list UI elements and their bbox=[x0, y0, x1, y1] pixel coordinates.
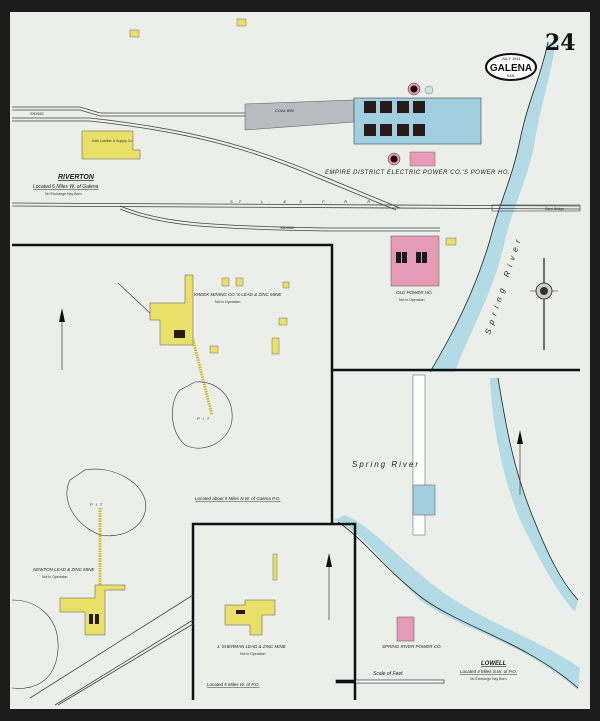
power-co-label: SPRING RIVER POWER CO. bbox=[382, 644, 442, 649]
river-bank bbox=[497, 377, 579, 601]
sherman-mine-buildings bbox=[224, 599, 276, 636]
riverton-location: Located 6 Miles W. of Galena bbox=[33, 184, 99, 190]
spring-river-lower bbox=[334, 515, 580, 690]
boilers bbox=[364, 101, 425, 136]
river-bank bbox=[337, 521, 579, 689]
kreek-pit bbox=[172, 381, 233, 449]
newton-mine-title: NEWTON LEAD & ZINC MINE bbox=[33, 567, 95, 572]
lowell-location: Located 4 Miles S.W. of P.O. bbox=[460, 669, 517, 674]
sherman-note: Not in Operation bbox=[240, 652, 266, 656]
newton-pit bbox=[66, 468, 147, 537]
panel-border-kreek bbox=[12, 243, 334, 525]
supply-label: Kahl Lumber & Supply Co. bbox=[92, 139, 133, 143]
steel-bridge bbox=[491, 204, 581, 212]
newton-mine-buildings bbox=[59, 584, 126, 636]
north-arrow-icon bbox=[59, 308, 65, 370]
stone-building bbox=[412, 484, 436, 516]
outbuilding bbox=[236, 18, 247, 27]
riverton-note: No Exchange Hay Barn bbox=[45, 192, 82, 196]
kreek-mine-buildings bbox=[149, 274, 194, 346]
sherman-mine-title: J. SHERMAN LEAD & ZINC MINE bbox=[216, 644, 287, 649]
power-house-label: EMPIRE DISTRICT ELECTRIC POWER CO.'S POW… bbox=[325, 170, 510, 176]
railroad-tracks bbox=[11, 106, 581, 232]
compass-rose-icon bbox=[530, 258, 558, 350]
boiler bbox=[236, 610, 245, 614]
sheet-number: 24 bbox=[545, 30, 576, 56]
spring-river-upper bbox=[430, 42, 556, 372]
railroad-label: ST. L. & S. F. R. R. bbox=[230, 199, 383, 204]
town-cartouche bbox=[485, 53, 537, 81]
boiler bbox=[95, 614, 99, 624]
spring-river-branch bbox=[490, 378, 578, 612]
brick-building bbox=[409, 151, 436, 167]
outbuilding bbox=[445, 237, 457, 246]
river-bank bbox=[429, 41, 549, 373]
spring-river-power-house bbox=[396, 616, 415, 642]
scale-bar bbox=[335, 679, 445, 684]
north-arrow-icon bbox=[517, 430, 523, 495]
lowell-title: LOWELL bbox=[481, 661, 507, 667]
bridge-label: Steel Bridge bbox=[545, 207, 564, 211]
outbuildings bbox=[209, 277, 290, 355]
boiler bbox=[89, 614, 93, 624]
railroad-tracks bbox=[29, 594, 194, 706]
kreek-note: Not in Operation bbox=[215, 300, 241, 304]
outbuilding bbox=[129, 29, 140, 38]
old-power-note: Not in Operation bbox=[399, 298, 425, 302]
tramway bbox=[117, 282, 153, 316]
newton-pit-label: PIT bbox=[90, 502, 105, 507]
paper bbox=[10, 12, 590, 709]
newton-note: Not in Operation bbox=[42, 575, 68, 579]
kreek-mine-title: KREEK MINING CO.'S LEAD & ZINC MINE bbox=[194, 292, 282, 297]
coal-bin-label: COAL BIN bbox=[275, 108, 294, 113]
boiler bbox=[174, 330, 185, 338]
outbuilding bbox=[272, 553, 278, 581]
state-label: KAN. bbox=[507, 74, 515, 78]
tank bbox=[424, 85, 434, 95]
pit-outline bbox=[11, 599, 59, 689]
siding-label-2: SIDING bbox=[280, 225, 294, 230]
old-power-house-label: OLD POWER HO. bbox=[396, 290, 433, 295]
north-arrow-icon bbox=[326, 553, 332, 620]
lumber-supply-building bbox=[81, 130, 141, 160]
sheet-date: JULY 1911 bbox=[501, 56, 521, 61]
scale-label: Scale of Feet. bbox=[373, 671, 404, 677]
riverton-title: RIVERTON bbox=[58, 174, 95, 181]
kreek-pit-label: PIT bbox=[197, 416, 212, 421]
river-label-lower: Spring River bbox=[352, 460, 420, 469]
incline bbox=[191, 339, 214, 416]
town-title: GALENA bbox=[490, 63, 532, 74]
sherman-location: Located 5 Miles W. of P.O. bbox=[207, 682, 260, 687]
lowell-note: No Exchange Hay Barn bbox=[470, 677, 507, 681]
boilers bbox=[396, 252, 427, 263]
siding-label: SIDING bbox=[30, 111, 44, 116]
panel-border-sherman bbox=[191, 522, 357, 700]
kreek-location: Located about 5 Miles N.W. of Galena P.O… bbox=[195, 496, 281, 501]
